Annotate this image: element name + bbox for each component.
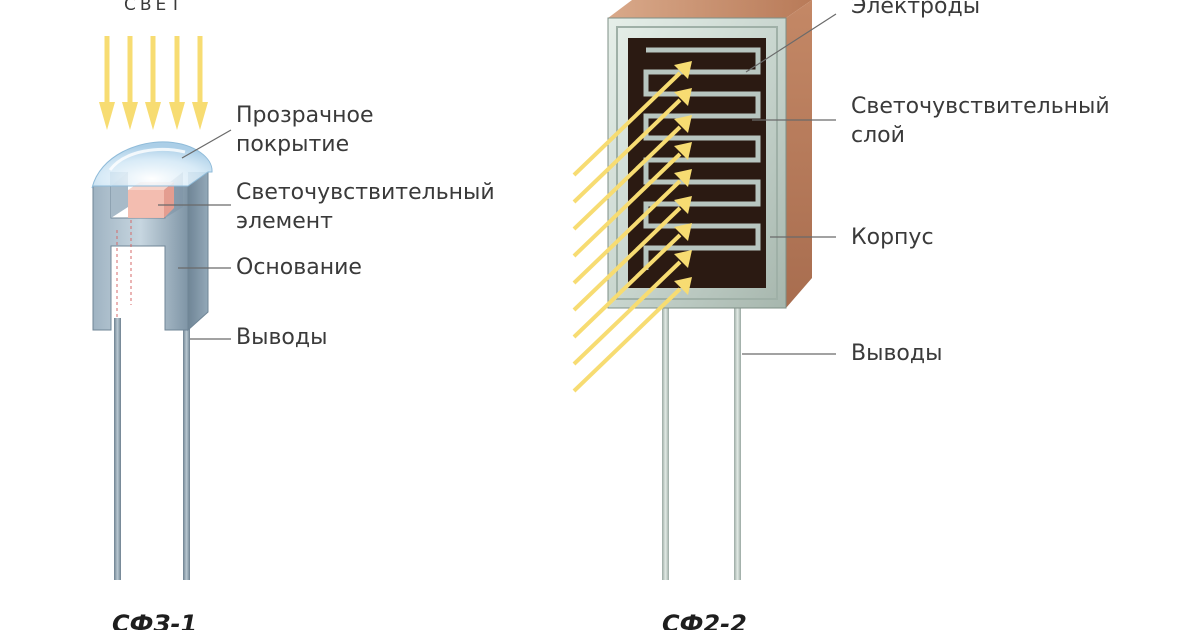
label-coating-line2: покрытие <box>236 132 350 157</box>
label-right-leads: Выводы <box>851 341 943 366</box>
light-arrows-diagonal <box>572 61 692 393</box>
label-sensitive-element-line2: элемент <box>236 209 334 234</box>
left-leads <box>114 318 190 580</box>
right-leads <box>662 300 741 580</box>
light-arrow-head <box>674 115 692 133</box>
right-housing <box>607 0 812 309</box>
label-sensitive-layer-line2: слой <box>851 123 905 148</box>
light-arrow-shaft <box>572 287 682 393</box>
model-left: СФЗ-1 <box>112 610 198 630</box>
light-arrow-shaft <box>572 98 682 204</box>
light-arrow-head <box>674 223 692 241</box>
light-arrow-head <box>674 61 692 79</box>
electrode-gap-path <box>643 47 761 270</box>
light-arrow-shaft <box>572 152 682 258</box>
light-arrow-shaft <box>572 260 682 366</box>
light-arrow-head <box>674 196 692 214</box>
light-arrow-head <box>674 169 692 187</box>
light-arrow-shaft <box>572 125 682 231</box>
left-sensitive-element <box>128 182 174 218</box>
right-leader-lines <box>742 13 837 355</box>
light-arrows-down <box>99 36 208 130</box>
label-sensitive-layer-line1: Светочувствительный <box>851 94 1110 119</box>
light-arrow-shaft <box>572 233 682 339</box>
label-coating-line1: Прозрачное <box>236 103 374 128</box>
light-arrow-head <box>674 142 692 160</box>
label-base: Основание <box>236 255 362 280</box>
light-arrow-head <box>674 88 692 106</box>
left-transparent-dome <box>91 141 213 189</box>
label-electrodes: Электроды <box>851 0 981 19</box>
light-arrow-head <box>674 250 692 268</box>
label-sensitive-element-line1: Светочувствительный <box>236 180 495 205</box>
right-electrode-pattern <box>643 47 761 270</box>
light-label: СВЕТ <box>124 0 185 15</box>
label-left-leads: Выводы <box>236 325 328 350</box>
light-arrow-head <box>674 277 692 295</box>
light-arrow-shaft <box>572 71 682 177</box>
light-arrow-shaft <box>572 206 682 312</box>
light-arrow-shaft <box>572 179 682 285</box>
left-leader-lines <box>158 129 232 340</box>
label-housing: Корпус <box>851 225 934 250</box>
model-right: СФ2-2 <box>662 610 747 630</box>
